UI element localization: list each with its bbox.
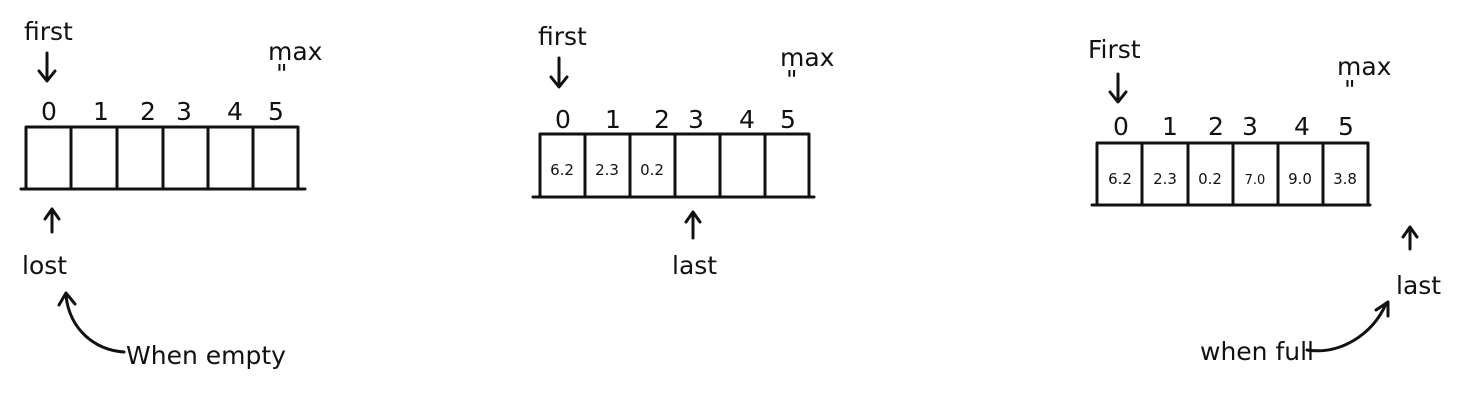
last-arrow-icon (1401, 225, 1419, 251)
array-cell (69, 125, 119, 191)
first-arrow-icon (37, 51, 57, 83)
cell-value: 7.0 (1245, 173, 1266, 188)
cell-value: 2.3 (595, 161, 619, 179)
last-label: last (1396, 271, 1441, 300)
index-label: 3 (1242, 112, 1258, 141)
index-label: 3 (176, 97, 192, 126)
index-label: 0 (41, 97, 57, 126)
max-label: max (780, 43, 834, 72)
cell-value: 2.3 (1153, 170, 1177, 188)
array-cell (763, 132, 811, 199)
last-arrow-icon (43, 207, 61, 234)
index-label: 0 (555, 105, 571, 134)
array-cell (718, 132, 767, 199)
cell-value: 9.0 (1288, 170, 1312, 188)
max-label: max (1337, 52, 1391, 81)
array-cells (1090, 141, 1372, 207)
cell-value: 3.8 (1333, 170, 1357, 188)
index-label: 2 (140, 97, 156, 126)
cell-value: 6.2 (1108, 170, 1132, 188)
array-cell (24, 125, 73, 191)
array-cell (251, 125, 300, 191)
diagram-partial: first max " 0 1 2 3 4 5 6.2 2.3 0.2 last (531, 22, 834, 280)
index-label: 3 (688, 105, 704, 134)
array-cell (673, 132, 722, 199)
index-label: 1 (93, 97, 109, 126)
max-marker: " (276, 59, 288, 88)
index-label: 4 (1294, 112, 1310, 141)
max-label: max (268, 37, 322, 66)
index-label: 2 (654, 105, 670, 134)
first-label: first (538, 22, 587, 51)
index-label: 2 (1208, 112, 1224, 141)
index-label: 1 (1162, 112, 1178, 141)
max-marker: " (786, 65, 798, 94)
index-label: 0 (1113, 112, 1129, 141)
index-label: 5 (780, 105, 796, 134)
first-label: First (1088, 35, 1141, 64)
cell-value: 0.2 (1198, 170, 1222, 188)
array-cells (19, 125, 307, 191)
last-arrow-icon (684, 210, 702, 240)
last-label: last (672, 251, 717, 280)
first-label: first (24, 17, 73, 46)
max-marker: " (1344, 75, 1356, 104)
array-cell (115, 125, 165, 191)
index-label: 4 (739, 105, 755, 134)
array-cells (531, 132, 816, 199)
index-label: 1 (605, 105, 621, 134)
first-arrow-icon (1108, 72, 1128, 104)
note-text: When empty (126, 341, 286, 370)
cell-values: 6.2 2.3 0.2 7.0 9.0 3.8 (1108, 170, 1357, 188)
index-row: 0 1 2 3 4 5 (41, 97, 284, 126)
index-row: 0 1 2 3 4 5 (555, 105, 796, 134)
cell-value: 0.2 (640, 161, 664, 179)
array-cell (206, 125, 255, 191)
diagram-full: First max " 0 1 2 3 4 5 6.2 2.3 0.2 7.0 … (1088, 35, 1441, 366)
note-text: when full (1200, 337, 1314, 366)
index-row: 0 1 2 3 4 5 (1113, 112, 1354, 141)
first-arrow-icon (549, 56, 569, 89)
index-label: 5 (1338, 112, 1354, 141)
index-label: 4 (227, 97, 243, 126)
diagram-empty: first max " 0 1 2 3 4 5 lost When empty (19, 17, 322, 370)
cell-value: 6.2 (550, 161, 574, 179)
cell-values: 6.2 2.3 0.2 (550, 161, 664, 179)
note-arrow-icon (57, 291, 126, 354)
last-label: lost (22, 251, 67, 280)
note-arrow-icon (1305, 300, 1390, 353)
array-cell (161, 125, 210, 191)
index-label: 5 (268, 97, 284, 126)
